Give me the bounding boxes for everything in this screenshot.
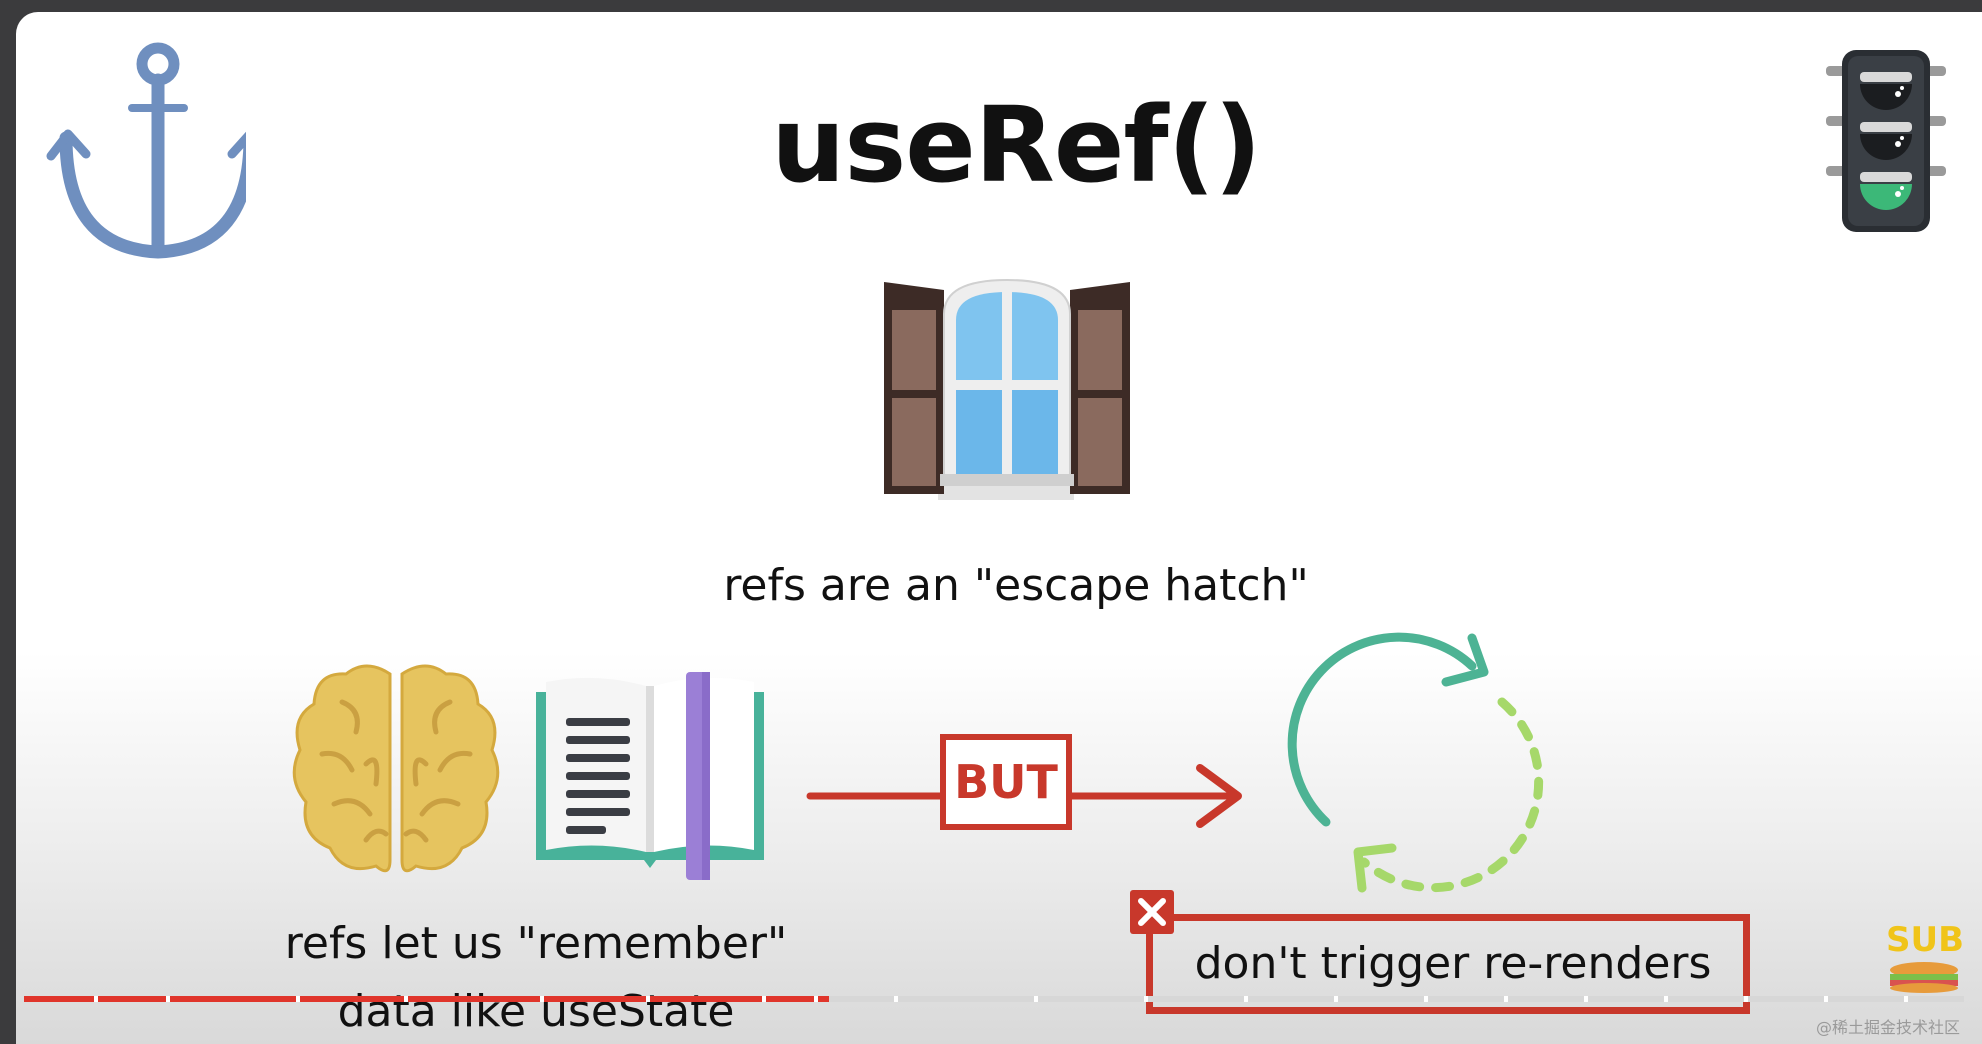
- refresh-cycle-icon: [1287, 632, 1544, 893]
- but-label: BUT: [940, 734, 1072, 830]
- progress-played: [24, 996, 829, 1002]
- progress-chapter-gap: [1034, 996, 1038, 1002]
- channel-logo-text: SUB: [1886, 920, 1965, 960]
- remember-caption-line2: data like useState: [337, 986, 735, 1037]
- progress-chapter-gap: [1664, 996, 1668, 1002]
- progress-chapter-gap: [1504, 996, 1508, 1002]
- progress-chapter-gap: [894, 996, 898, 1002]
- progress-chapter-gap: [646, 996, 650, 1002]
- close-icon: [1130, 890, 1174, 934]
- progress-buffered: [24, 996, 1964, 1002]
- progress-chapter-gap: [296, 996, 300, 1002]
- traffic-light-icon: [1826, 50, 1946, 232]
- progress-chapter-gap: [1904, 996, 1908, 1002]
- progress-chapter-gap: [1144, 996, 1148, 1002]
- progress-chapter-gap: [540, 996, 544, 1002]
- progress-chapter-gap: [1424, 996, 1428, 1002]
- progress-chapter-gap: [404, 996, 408, 1002]
- rerender-label: don't trigger re-renders: [1146, 914, 1750, 1014]
- progress-chapter-gap: [166, 996, 170, 1002]
- book-icon: [536, 672, 764, 880]
- remember-caption-line1: refs let us "remember": [284, 918, 788, 969]
- channel-logo: SUB: [1886, 920, 1964, 1003]
- page-title: useRef(): [771, 84, 1261, 206]
- remember-caption: refs let us "remember" data like useStat…: [236, 910, 836, 1044]
- progress-chapter-gap: [1244, 996, 1248, 1002]
- progress-chapter-gap: [94, 996, 98, 1002]
- progress-chapter-gaps: [94, 996, 1908, 1002]
- progress-chapter-gap: [1744, 996, 1748, 1002]
- progress-chapter-gap: [1584, 996, 1588, 1002]
- watermark: @稀土掘金技术社区: [1816, 1018, 1961, 1037]
- progress-chapter-gap: [814, 996, 818, 1002]
- sandwich-icon: [1890, 962, 1958, 993]
- progress-chapter-gap: [1824, 996, 1828, 1002]
- progress-chapter-gap: [1334, 996, 1338, 1002]
- escape-hatch-caption: refs are an "escape hatch": [723, 560, 1309, 611]
- video-progress-bar[interactable]: [24, 996, 1964, 1002]
- anchor-icon: [46, 42, 246, 259]
- brain-icon: [292, 664, 500, 873]
- slide-canvas: useRef() refs are an "escape hatch": [16, 12, 1982, 1044]
- progress-chapter-gap: [762, 996, 766, 1002]
- window-icon: [884, 278, 1130, 500]
